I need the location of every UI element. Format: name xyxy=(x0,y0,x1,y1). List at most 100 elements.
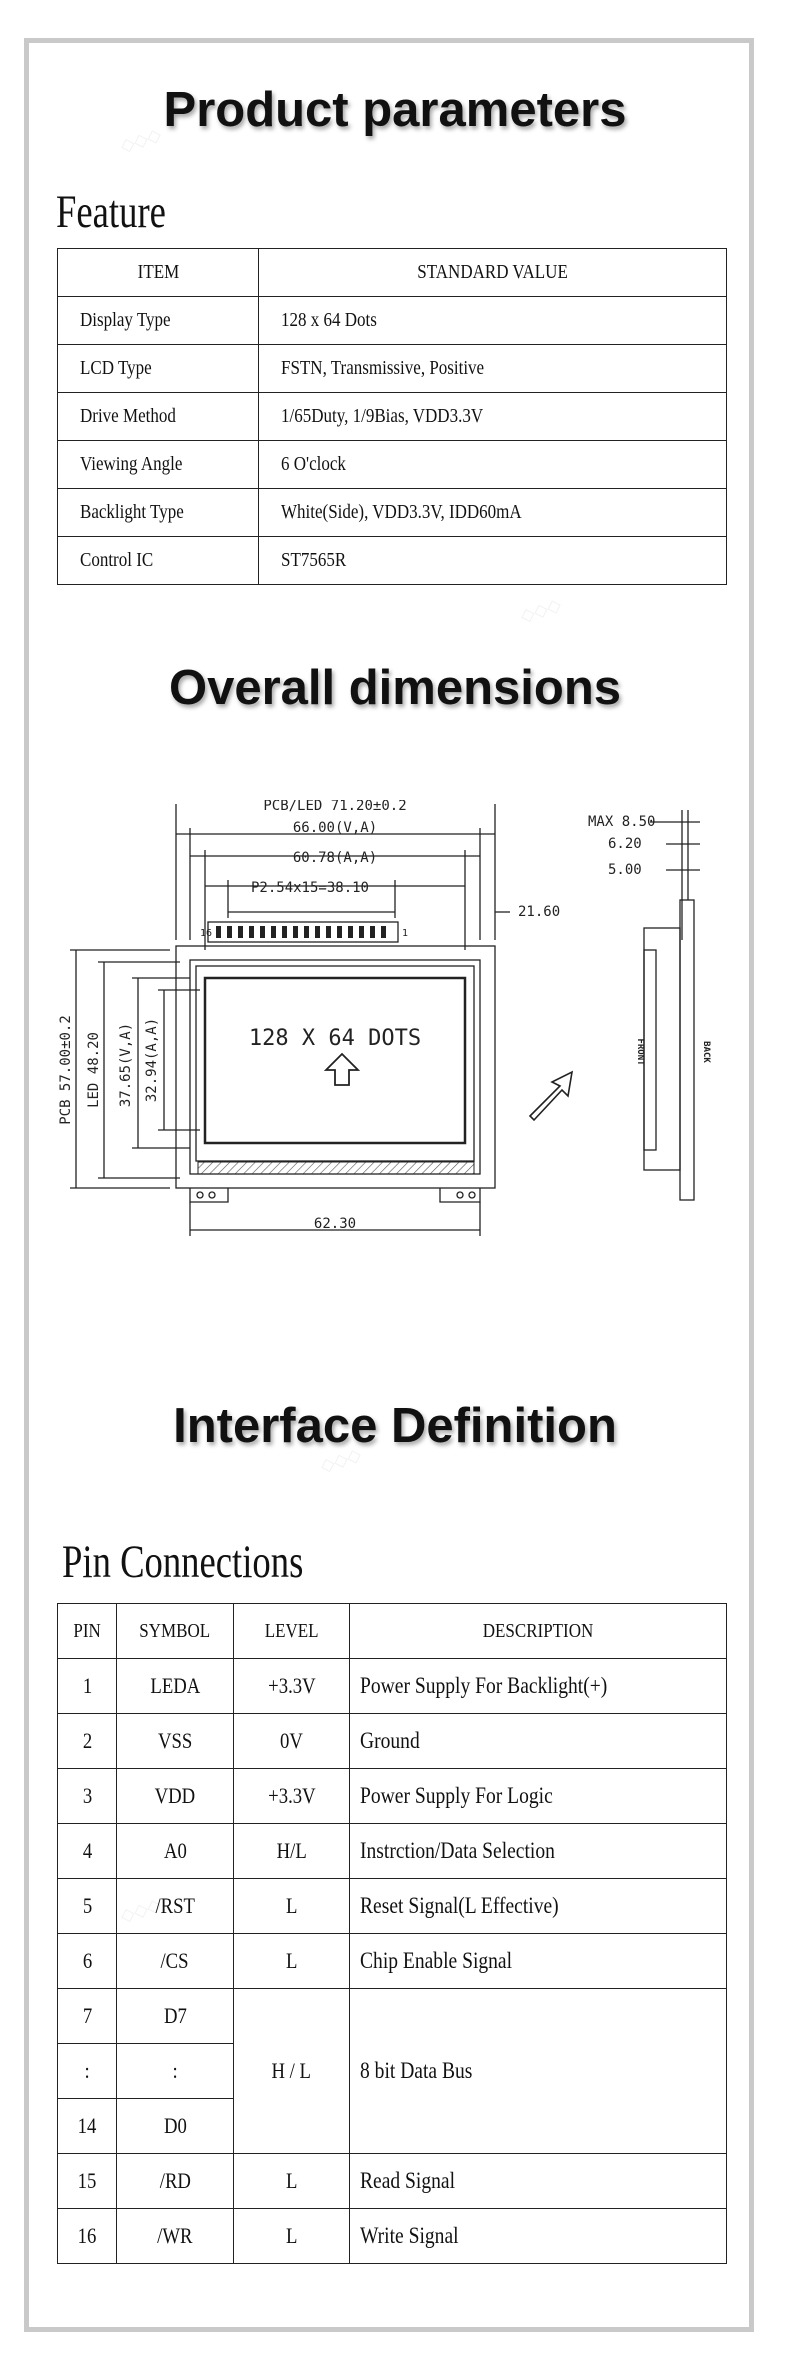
dim-aa-height: 32.94(A,A) xyxy=(144,1018,160,1102)
pin-row-bus-end: 14 D0 xyxy=(57,2098,727,2154)
pin-symbol: /CS xyxy=(116,1933,234,1989)
pin-row-bus-start: 7 D7 H / L 8 bit Data Bus xyxy=(57,1988,727,2154)
feature-row: Display Type 128 x 64 Dots xyxy=(57,296,727,345)
dim-side: 21.60 xyxy=(518,904,560,920)
pin-row: 2 VSS 0V Ground xyxy=(57,1713,727,1769)
pin-description: Read Signal xyxy=(349,2153,727,2209)
pin-row: 6 /CS L Chip Enable Signal xyxy=(57,1933,727,1989)
pin-symbol: A0 xyxy=(116,1823,234,1879)
pin-level: L xyxy=(233,1878,350,1934)
dimension-drawing: PCB/LED 71.20±0.2 66.00(V,A) 60.78(A,A) … xyxy=(58,800,711,1236)
product-parameters-title: Product parameters xyxy=(163,83,627,137)
feature-row: Control IC ST7565R xyxy=(57,536,727,585)
feature-item: Backlight Type xyxy=(57,488,259,537)
pin-symbol: /RD xyxy=(116,2153,234,2209)
pin-col-description: DESCRIPTION xyxy=(349,1603,727,1659)
dim-thickness-620: 6.20 xyxy=(608,836,642,852)
pin-symbol: D0 xyxy=(116,2098,234,2154)
pin-number: 3 xyxy=(57,1768,117,1824)
pin-number: 5 xyxy=(57,1878,117,1934)
pin-symbol: /WR xyxy=(116,2208,234,2264)
pin-number: 7 xyxy=(57,1988,117,2044)
feature-value: 128 x 64 Dots xyxy=(258,296,727,345)
pin-description: Instrction/Data Selection xyxy=(349,1823,727,1879)
pin-row: 5 /RST L Reset Signal(L Effective) xyxy=(57,1878,727,1934)
pin-level: L xyxy=(233,2208,350,2264)
pin-level: L xyxy=(233,1933,350,1989)
pin-symbol: D7 xyxy=(116,1988,234,2044)
feature-item: Drive Method xyxy=(57,392,259,441)
pin-number: 15 xyxy=(57,2153,117,2209)
interface-definition-title: Interface Definition xyxy=(173,1399,617,1453)
pin-number: 14 xyxy=(57,2098,117,2154)
overall-dimensions-title: Overall dimensions xyxy=(168,661,622,715)
pin-description: Power Supply For Logic xyxy=(349,1768,727,1824)
feature-item: Control IC xyxy=(57,536,259,585)
pin16-label: 16 xyxy=(200,928,212,939)
pin-row: 15 /RD L Read Signal xyxy=(57,2153,727,2209)
screen-text: 128 X 64 DOTS xyxy=(249,1026,421,1051)
pin-level: H / L xyxy=(233,1988,350,2154)
pin-row: 16 /WR L Write Signal xyxy=(57,2208,727,2264)
dim-pcb-height: PCB 57.00±0.2 xyxy=(58,1015,74,1125)
pin-symbol: /RST xyxy=(116,1878,234,1934)
pin-number: 1 xyxy=(57,1658,117,1714)
dim-bottom: 62.30 xyxy=(314,1216,356,1232)
pin-level: +3.3V xyxy=(233,1768,350,1824)
feature-value: ST7565R xyxy=(258,536,727,585)
feature-item: Viewing Angle xyxy=(57,440,259,489)
feature-row: LCD Type FSTN, Transmissive, Positive xyxy=(57,344,727,393)
pin-col-level: LEVEL xyxy=(233,1603,350,1659)
feature-item: LCD Type xyxy=(57,344,259,393)
pin-table: PIN SYMBOL LEVEL DESCRIPTION 1 LEDA +3.3… xyxy=(57,1603,727,2264)
feature-col-value: STANDARD VALUE xyxy=(258,248,727,297)
dim-max-thickness: MAX 8.50 xyxy=(588,814,655,830)
pin1-label: 1 xyxy=(402,928,408,939)
dim-va-height: 37.65(V,A) xyxy=(118,1023,134,1107)
dim-va-width: 66.00(V,A) xyxy=(293,820,377,836)
pin-description: Write Signal xyxy=(349,2208,727,2264)
pin-row: 3 VDD +3.3V Power Supply For Logic xyxy=(57,1768,727,1824)
feature-row: Drive Method 1/65Duty, 1/9Bias, VDD3.3V xyxy=(57,392,727,441)
feature-value: 6 O'clock xyxy=(258,440,727,489)
feature-row: Viewing Angle 6 O'clock xyxy=(57,440,727,489)
pin-number: 4 xyxy=(57,1823,117,1879)
feature-table: ITEM STANDARD VALUE Display Type 128 x 6… xyxy=(57,248,727,585)
pin-col-pin: PIN xyxy=(57,1603,117,1659)
pin-connections-heading: Pin Connections xyxy=(62,1536,304,1588)
feature-item: Display Type xyxy=(57,296,259,345)
pin-number: 16 xyxy=(57,2208,117,2264)
pin-number: 2 xyxy=(57,1713,117,1769)
pin-level: H/L xyxy=(233,1823,350,1879)
feature-value: FSTN, Transmissive, Positive xyxy=(258,344,727,393)
pin-symbol: : xyxy=(116,2043,234,2099)
feature-row: Backlight Type White(Side), VDD3.3V, IDD… xyxy=(57,488,727,537)
dim-led-height: LED 48.20 xyxy=(86,1032,102,1108)
pin-description: 8 bit Data Bus xyxy=(349,1988,727,2154)
pin-level: 0V xyxy=(233,1713,350,1769)
pin-header-row: PIN SYMBOL LEVEL DESCRIPTION xyxy=(57,1603,727,1659)
feature-col-item: ITEM xyxy=(57,248,259,297)
pin-col-symbol: SYMBOL xyxy=(116,1603,234,1659)
side-front-label: FRONT xyxy=(635,1038,645,1066)
pin-row-bus-mid: : : xyxy=(57,2043,727,2099)
pin-symbol: VSS xyxy=(116,1713,234,1769)
pin-symbol: LEDA xyxy=(116,1658,234,1714)
pin-level: +3.3V xyxy=(233,1658,350,1714)
pin-row: 1 LEDA +3.3V Power Supply For Backlight(… xyxy=(57,1658,727,1714)
dim-pitch: P2.54x15=38.10 xyxy=(251,880,369,896)
dim-aa-width: 60.78(A,A) xyxy=(293,850,377,866)
dim-pcb-led: PCB/LED 71.20±0.2 xyxy=(263,800,406,814)
pin-description: Reset Signal(L Effective) xyxy=(349,1878,727,1934)
feature-heading: Feature xyxy=(56,186,166,238)
pin-level: L xyxy=(233,2153,350,2209)
pin-row: 4 A0 H/L Instrction/Data Selection xyxy=(57,1823,727,1879)
feature-value: White(Side), VDD3.3V, IDD60mA xyxy=(258,488,727,537)
pin-number: 6 xyxy=(57,1933,117,1989)
pin-description: Chip Enable Signal xyxy=(349,1933,727,1989)
page-frame xyxy=(24,38,754,2332)
feature-header-row: ITEM STANDARD VALUE xyxy=(57,248,727,297)
pin-description: Ground xyxy=(349,1713,727,1769)
dim-thickness-500: 5.00 xyxy=(608,862,642,878)
pin-symbol: VDD xyxy=(116,1768,234,1824)
